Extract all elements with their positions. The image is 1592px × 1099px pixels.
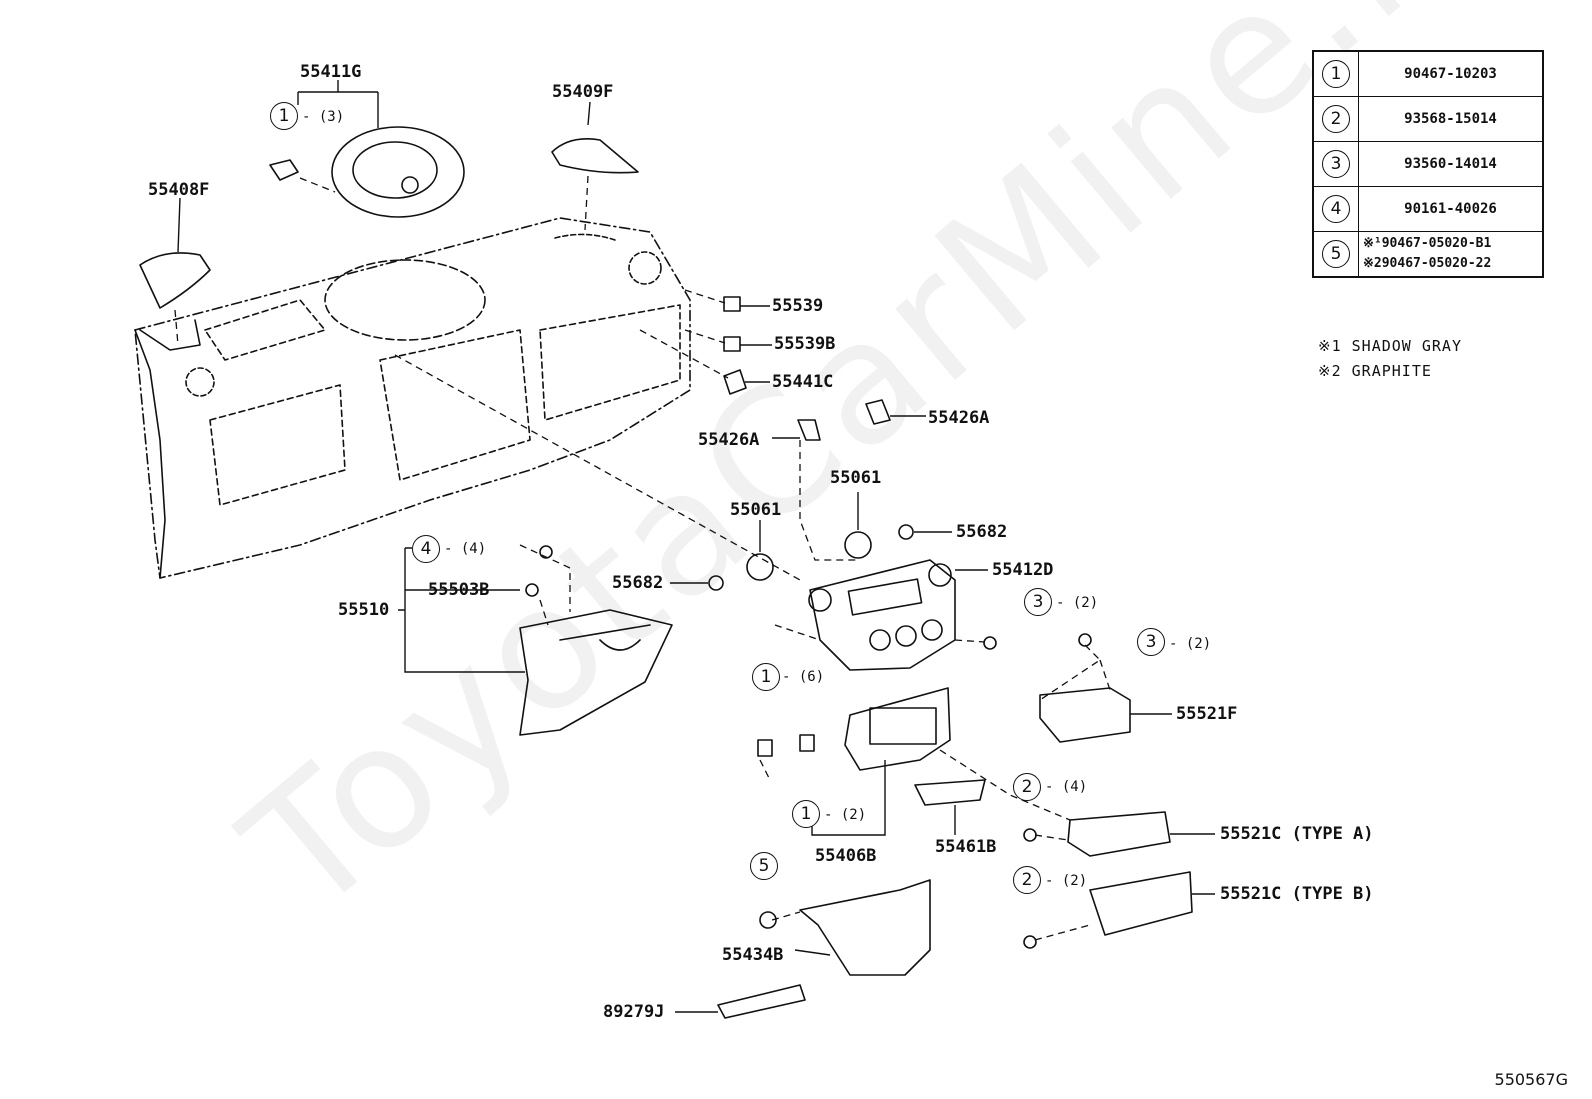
label-55682-left: 55682: [612, 573, 664, 593]
row-part-number: 93560-14014: [1358, 141, 1544, 187]
label-55510: 55510: [338, 600, 390, 620]
table-row: 1 90467-10203: [1312, 50, 1544, 97]
glove-box: [519, 609, 673, 736]
label-55409F: 55409F: [552, 82, 614, 102]
diagram-code: 550567G: [1494, 1070, 1568, 1089]
label-55061-right: 55061: [830, 468, 882, 488]
row-key: 3: [1322, 150, 1350, 178]
row-part-number-variant-2: ※290467-05020-22: [1363, 256, 1492, 271]
table-row: 3 93560-14014: [1312, 141, 1544, 187]
label-55521C-type-b: 55521C (TYPE B): [1220, 884, 1374, 904]
label-55426A-right: 55426A: [928, 408, 990, 428]
callout-3b-number: 3: [1137, 628, 1165, 656]
callout-1b-qty: - (6): [782, 669, 825, 685]
label-55441C: 55441C: [772, 372, 834, 392]
row-part-number: 90467-10203: [1358, 50, 1544, 97]
callout-2a-number: 2: [1013, 773, 1041, 801]
label-55434B: 55434B: [722, 945, 784, 965]
heater-control-panel: [808, 559, 956, 671]
note-graphite: ※2 GRAPHITE: [1318, 362, 1432, 380]
dashboard-panel: [134, 217, 691, 579]
label-55408F: 55408F: [148, 180, 210, 200]
note-shadow-gray: ※1 SHADOW GRAY: [1318, 337, 1462, 355]
callout-3a-qty: - (2): [1056, 595, 1099, 611]
row-key: 4: [1322, 195, 1350, 223]
callout-2a-qty: - (4): [1045, 779, 1088, 795]
row-part-number-variant-1: ※¹90467-05020-B1: [1363, 236, 1492, 251]
label-55539B: 55539B: [774, 334, 836, 354]
label-55406B: 55406B: [815, 846, 877, 866]
callout-1-number: 1: [270, 102, 298, 130]
callout-5-number: 5: [750, 852, 778, 880]
gauge-hood: [269, 126, 465, 218]
fastener-parts-table: 1 90467-10203 2 93568-15014 3 93560-1401…: [1312, 50, 1544, 278]
label-55412D: 55412D: [992, 560, 1054, 580]
label-55461B: 55461B: [935, 837, 997, 857]
callout-1c-qty: - (2): [824, 807, 867, 823]
table-row: 2 93568-15014: [1312, 96, 1544, 142]
label-55521C-type-a: 55521C (TYPE A): [1220, 824, 1374, 844]
callout-4-qty: - (4): [444, 541, 487, 557]
label-55503B: 55503B: [428, 580, 490, 600]
row-part-number: 90161-40026: [1358, 186, 1544, 232]
bracket-55406B: [844, 687, 951, 771]
table-row: 4 90161-40026: [1312, 186, 1544, 232]
callout-2b-qty: - (2): [1045, 873, 1088, 889]
callout-4-number: 4: [412, 535, 440, 563]
callout-1b-number: 1: [752, 663, 780, 691]
label-55521F: 55521F: [1176, 704, 1238, 724]
label-55061-left: 55061: [730, 500, 782, 520]
callout-1-qty: - (3): [302, 109, 345, 125]
label-55682-right: 55682: [956, 522, 1008, 542]
row-key: 1: [1322, 60, 1350, 88]
vent-55408F: [139, 252, 211, 309]
label-55426A-left: 55426A: [698, 430, 760, 450]
row-key: 5: [1322, 240, 1350, 268]
callout-1c-number: 1: [792, 800, 820, 828]
callout-2b-number: 2: [1013, 866, 1041, 894]
row-part-number: 93568-15014: [1358, 96, 1544, 142]
vent-55409F: [551, 138, 639, 174]
table-row: 5 ※¹90467-05020-B1 ※290467-05020-22: [1312, 231, 1544, 278]
label-55539: 55539: [772, 296, 824, 316]
row-key: 2: [1322, 105, 1350, 133]
callout-3b-qty: - (2): [1169, 636, 1212, 652]
label-55411G: 55411G: [300, 62, 362, 82]
label-89279J: 89279J: [603, 1002, 665, 1022]
callout-3a-number: 3: [1024, 588, 1052, 616]
